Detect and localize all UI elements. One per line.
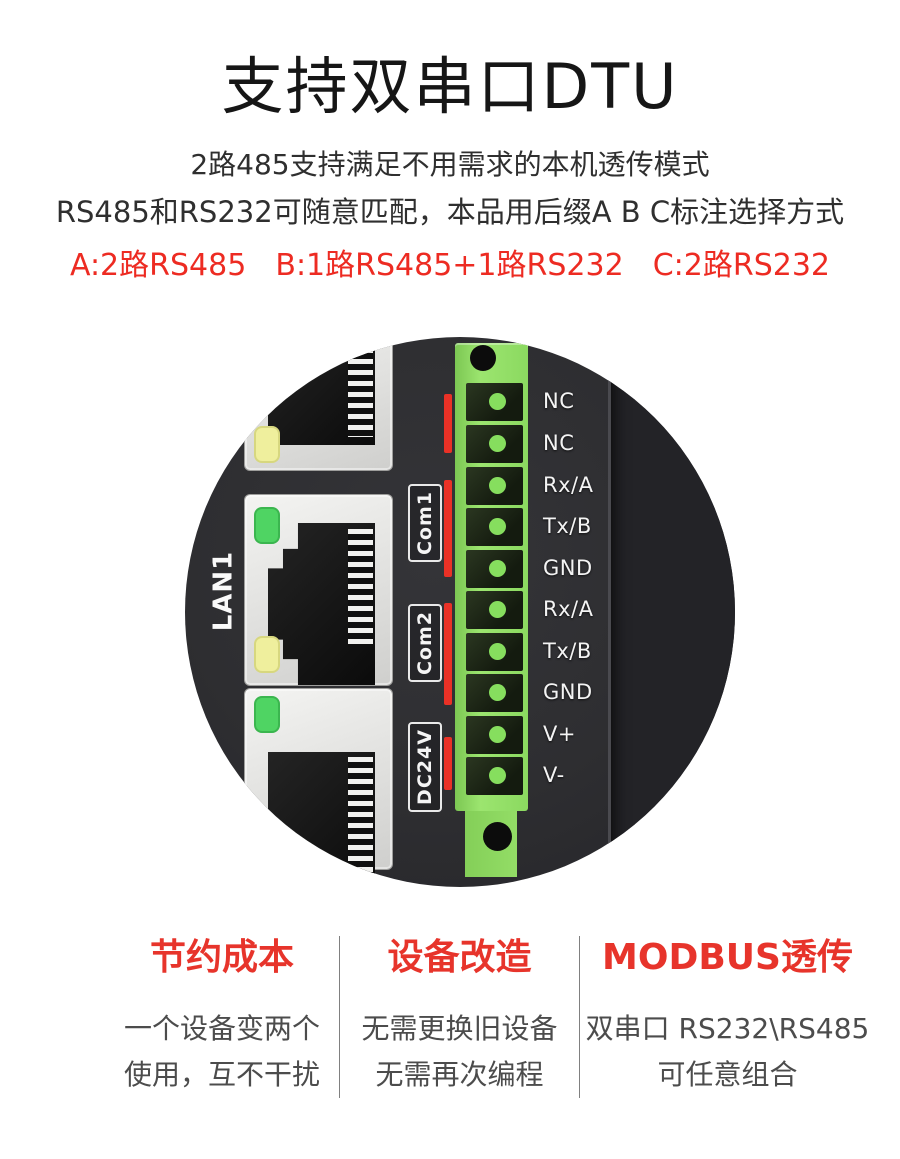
pin-label: V- [543, 763, 565, 787]
lan1-label: LAN1 [208, 550, 239, 632]
led-indicator-green [254, 507, 280, 544]
terminal-cell [466, 508, 523, 546]
led-indicator-green [254, 696, 280, 733]
feature-line: 双串口 RS232\RS485 [585, 1012, 870, 1045]
terminal-cell [466, 674, 523, 712]
pin-hole [489, 435, 506, 452]
terminal-cell [466, 591, 523, 629]
pin-label: V+ [543, 722, 576, 746]
port-label-com1: Com1 [408, 484, 442, 562]
red-group-marker [444, 603, 452, 705]
pin-row: Rx/A [455, 465, 625, 506]
pin-row: NC [455, 381, 625, 422]
pin-label: NC [543, 389, 575, 413]
pin-label: NC [543, 431, 575, 455]
feature-line: 无需再次编程 [375, 1058, 544, 1091]
feature-column-modbus: MODBUS透传 双串口 RS232\RS485 可任意组合 [579, 936, 875, 1098]
terminal-cell [466, 757, 523, 795]
rj45-pin-contacts [348, 529, 373, 647]
pin-label: Tx/B [543, 639, 592, 663]
pin-hole [489, 767, 506, 784]
pin-row: Tx/B [455, 631, 625, 672]
red-group-marker [444, 394, 452, 453]
pin-hole [489, 643, 506, 660]
pin-label: GND [543, 680, 593, 704]
rj45-pin-contacts [348, 757, 373, 879]
led-indicator-yellow [254, 636, 280, 673]
pin-row: V+ [455, 714, 625, 755]
pin-row: GND [455, 548, 625, 589]
led-indicator-yellow [254, 426, 280, 463]
pin-hole [489, 477, 506, 494]
terminal-cell [466, 716, 523, 754]
feature-line: 使用，互不干扰 [123, 1058, 320, 1091]
terminal-cell [466, 633, 523, 671]
subtitle-line-2: RS485和RS232可随意匹配，本品用后缀A B C标注选择方式 [55, 195, 845, 229]
subtitle-line-1: 2路485支持满足不用需求的本机透传模式 [190, 148, 710, 181]
pin-row: Rx/A [455, 589, 625, 630]
terminal-cell [466, 550, 523, 588]
terminal-cell [466, 425, 523, 463]
pin-row: NC [455, 423, 625, 464]
page-title: 支持双串口DTU [221, 50, 679, 123]
pin-hole [489, 560, 506, 577]
feature-line: 可任意组合 [657, 1058, 798, 1091]
feature-section: 节约成本 一个设备变两个 使用，互不干扰 设备改造 无需更换旧设备 无需再次编程… [105, 936, 875, 1098]
port-label-com2: Com2 [408, 604, 442, 682]
pin-label: Rx/A [543, 473, 594, 497]
terminal-cell [466, 467, 523, 505]
pin-label: Tx/B [543, 514, 592, 538]
pin-row: V- [455, 755, 625, 796]
screw-hole [470, 345, 496, 371]
variant-options: A:2路RS485 B:1路RS485+1路RS232 C:2路RS232 [69, 248, 831, 283]
pin-label: Rx/A [543, 597, 594, 621]
port-label-dc24v: DC24V [408, 722, 442, 812]
pin-hole [489, 601, 506, 618]
terminal-cell [466, 383, 523, 421]
pin-hole [489, 726, 506, 743]
pin-row: GND [455, 672, 625, 713]
pin-hole [489, 518, 506, 535]
feature-column-retrofit: 设备改造 无需更换旧设备 无需再次编程 [339, 936, 579, 1098]
red-group-marker [444, 480, 452, 577]
feature-title: 节约成本 [149, 937, 294, 978]
pin-label: GND [543, 556, 593, 580]
device-side-panel [608, 337, 735, 887]
screw-hole [483, 822, 512, 851]
pin-hole [489, 393, 506, 410]
red-group-marker [444, 737, 452, 790]
rj45-pin-contacts [348, 337, 373, 437]
feature-line: 一个设备变两个 [123, 1012, 320, 1045]
feature-column-cost: 节约成本 一个设备变两个 使用，互不干扰 [105, 936, 339, 1098]
feature-line: 无需更换旧设备 [361, 1012, 558, 1045]
feature-title: MODBUS透传 [602, 937, 853, 978]
feature-title: 设备改造 [387, 937, 532, 978]
pin-row: Tx/B [455, 506, 625, 547]
device-photo: LAN1 Com1 Com2 DC24V NC NC [185, 337, 735, 887]
pin-hole [489, 684, 506, 701]
